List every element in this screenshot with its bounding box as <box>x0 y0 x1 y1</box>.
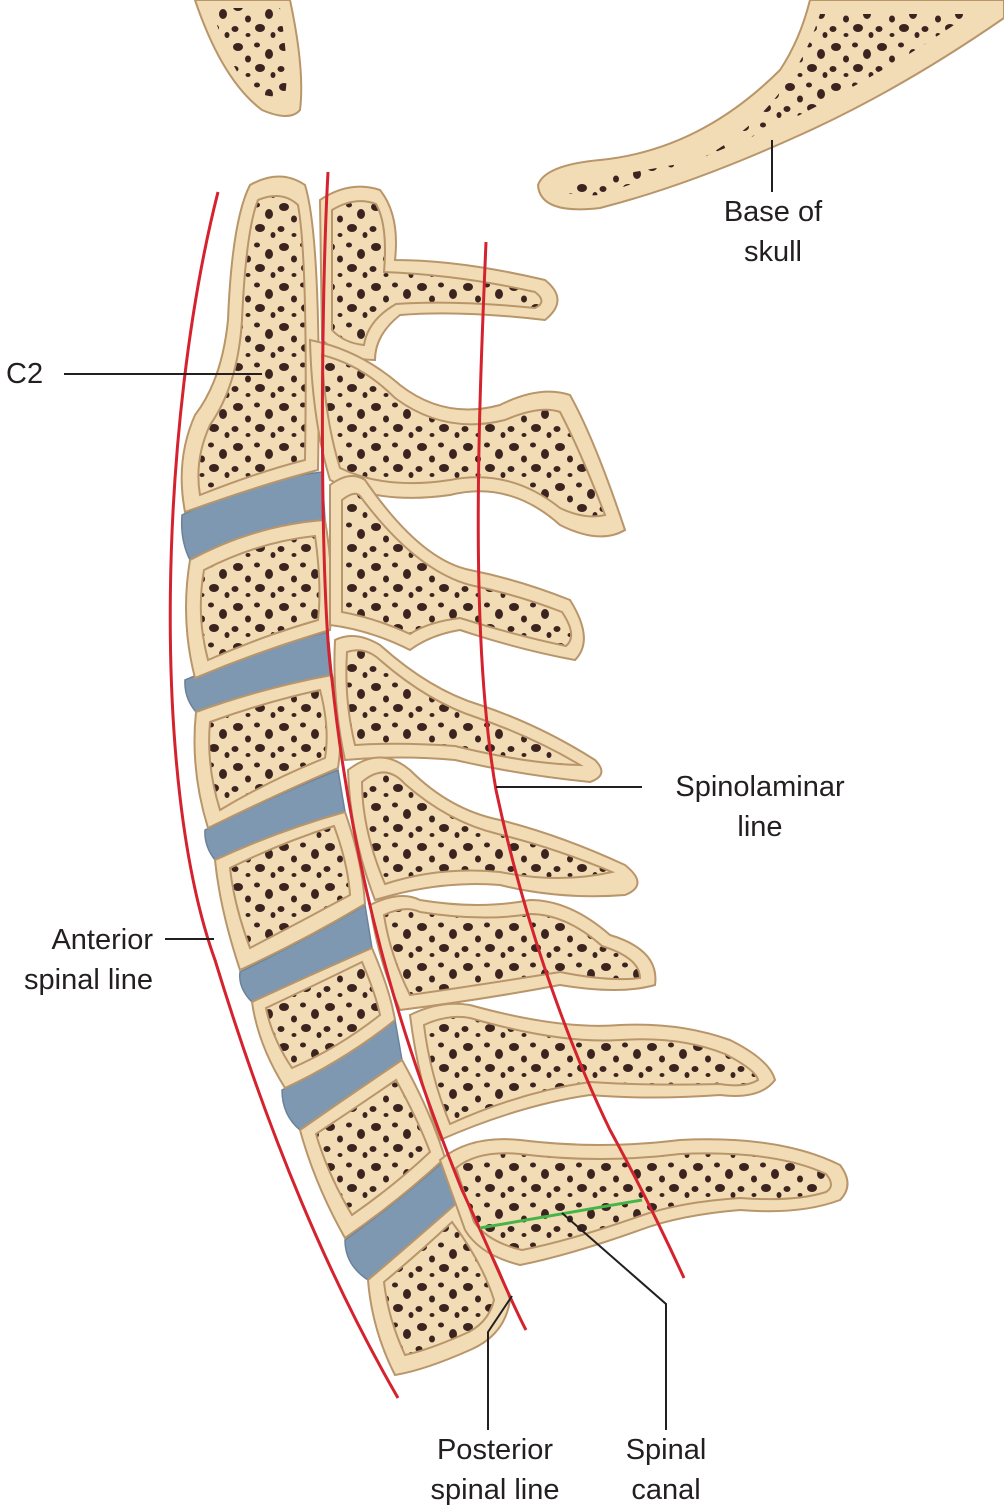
posterior-spinal-line <box>320 171 528 1331</box>
label-spinolaminar-line: Spinolaminar line <box>675 771 845 843</box>
c2-vertebral-body <box>180 175 320 514</box>
t1-posterior-element <box>438 1138 849 1267</box>
posterior-elements <box>308 185 849 1267</box>
vertebral-body <box>193 673 342 830</box>
vertebral-body <box>366 1200 512 1377</box>
anterior-spinal-line <box>168 191 400 1399</box>
c7-posterior-element <box>408 1002 777 1142</box>
label-spinal-canal: Spinal canal <box>625 1434 707 1506</box>
vertebral-body <box>213 810 367 972</box>
c6-posterior-element <box>368 895 657 1012</box>
reference-lines <box>168 171 686 1399</box>
c1-posterior-arch <box>318 185 559 362</box>
c3-posterior-element <box>329 475 585 662</box>
vertebral-bodies <box>180 175 512 1377</box>
c4-posterior-element <box>333 635 603 784</box>
skull-base-fragment <box>536 0 1004 211</box>
spinal-canal-measurement <box>479 1198 643 1230</box>
spinolaminar-line <box>476 241 686 1279</box>
vertebral-body <box>185 518 333 680</box>
label-c2: C2 <box>6 358 44 390</box>
leader-spinal-canal <box>561 1212 667 1430</box>
leader-lines <box>64 140 773 1430</box>
label-posterior-spinal-line: Posterior spinal line <box>430 1434 560 1506</box>
leader-posterior-spinal-line <box>487 1295 513 1430</box>
c5-posterior-element <box>346 756 639 902</box>
label-base-of-skull: Base of skull <box>723 196 823 268</box>
c2-posterior-element <box>308 338 627 538</box>
label-anterior-spinal-line: Anterior spinal line <box>24 924 153 996</box>
skull-occipital-fragment <box>193 0 303 117</box>
intervertebral-discs <box>180 471 459 1281</box>
vertebral-body <box>250 946 397 1090</box>
